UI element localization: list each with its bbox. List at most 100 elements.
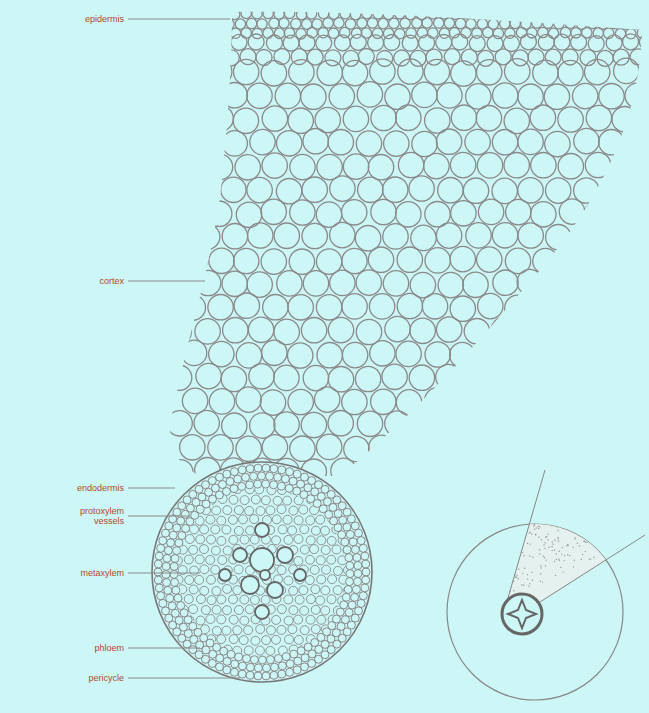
stipple-dot xyxy=(546,475,547,476)
stipple-dot xyxy=(584,520,585,521)
stipple-dot xyxy=(553,483,554,484)
cortex-cell xyxy=(215,36,231,52)
stipple-dot xyxy=(552,544,553,545)
stipple-dot xyxy=(552,508,553,509)
cortex-cell xyxy=(491,317,516,342)
stipple-dot xyxy=(557,530,558,531)
cortex-cell xyxy=(504,153,529,178)
ring-cell xyxy=(246,671,254,679)
stipple-dot xyxy=(551,489,552,490)
cortex-cell xyxy=(166,365,191,390)
stipple-dot xyxy=(542,555,543,556)
cortex-cell xyxy=(383,177,408,202)
cortex-cell xyxy=(356,270,381,295)
cortex-cell xyxy=(599,178,624,203)
stele-cell xyxy=(321,625,330,634)
stipple-dot xyxy=(557,486,558,487)
cortex-cell xyxy=(355,366,380,391)
cortex-cell xyxy=(260,390,285,415)
stele-cell xyxy=(207,496,216,505)
cortex-cell xyxy=(546,270,571,295)
ring-cell xyxy=(354,570,362,578)
cortex-cell xyxy=(520,34,536,50)
stele-cell xyxy=(261,595,270,604)
ring-cell xyxy=(238,466,246,474)
stele-cell xyxy=(277,505,286,514)
cortex-cell xyxy=(598,413,623,438)
stele-cell xyxy=(338,536,347,545)
cortex-cell xyxy=(643,18,649,28)
xylem-vessel xyxy=(219,569,231,581)
stipple-dot xyxy=(599,542,600,543)
stele-cell xyxy=(333,606,342,615)
ring-cell xyxy=(246,465,254,473)
stele-cell xyxy=(178,585,187,594)
ring-cell xyxy=(361,584,369,592)
stipple-dot xyxy=(578,529,579,530)
stipple-dot xyxy=(557,495,558,496)
stele-cell xyxy=(266,646,275,655)
cortex-cell xyxy=(250,129,275,154)
stipple-dot xyxy=(556,507,557,508)
stipple-dot xyxy=(606,549,607,550)
cortex-cell xyxy=(323,18,333,28)
stipple-dot xyxy=(544,477,545,478)
part-label: protoxylem vessels xyxy=(64,506,124,526)
stele-cell xyxy=(212,626,221,635)
ring-cell xyxy=(359,592,367,600)
stele-cell xyxy=(196,535,205,544)
stele-cell xyxy=(300,545,309,554)
cortex-cell xyxy=(343,154,368,179)
cortex-cell xyxy=(262,340,287,365)
stele-cell xyxy=(294,635,303,644)
cortex-cell xyxy=(546,460,571,485)
ring-cell xyxy=(235,653,243,661)
cortex-cell xyxy=(559,199,584,224)
cortex-cell xyxy=(252,9,262,19)
stipple-dot xyxy=(540,489,541,490)
stipple-dot xyxy=(539,549,540,550)
cortex-cell xyxy=(274,412,299,437)
stele-cell xyxy=(174,616,183,625)
cortex-cell xyxy=(476,106,501,131)
cortex-cell xyxy=(606,35,622,51)
stele-cell xyxy=(328,615,337,624)
cortex-cell xyxy=(274,223,299,248)
stele-cell xyxy=(179,625,188,634)
cortex-cell xyxy=(398,59,423,84)
cortex-cell xyxy=(317,434,342,459)
cortex-cell xyxy=(558,389,583,414)
stele-cell xyxy=(278,525,287,534)
stele-cell xyxy=(233,626,242,635)
cortex-cell xyxy=(614,295,639,320)
ring-cell xyxy=(354,562,362,570)
stele-cell xyxy=(284,595,293,604)
cortex-cell xyxy=(506,199,531,224)
stele-cell xyxy=(327,555,336,564)
cortex-cell xyxy=(425,248,450,273)
cortex-cell xyxy=(277,271,302,296)
cortex-cell xyxy=(422,18,432,28)
stipple-dot xyxy=(551,525,552,526)
ring-cell xyxy=(238,482,246,490)
stele-cell xyxy=(338,556,347,565)
stele-cell xyxy=(217,595,226,604)
cortex-cell xyxy=(614,342,639,367)
stipple-dot xyxy=(548,533,549,534)
stipple-dot xyxy=(555,492,556,493)
stele-cell xyxy=(262,636,271,645)
ring-cell xyxy=(362,560,370,568)
cortex-cell xyxy=(425,342,450,367)
stele-cell xyxy=(174,495,183,504)
cortex-cell xyxy=(593,28,603,38)
cortex-cell xyxy=(544,318,569,343)
cortex-cell xyxy=(394,50,410,66)
stipple-dot xyxy=(547,513,548,514)
cortex-cell xyxy=(396,202,421,227)
cortex-cell xyxy=(370,59,395,84)
stele-cell xyxy=(222,525,231,534)
stipple-dot xyxy=(558,559,559,560)
ring-cell xyxy=(238,670,246,678)
ring-cell xyxy=(250,656,258,664)
cortex-cell xyxy=(396,341,421,366)
